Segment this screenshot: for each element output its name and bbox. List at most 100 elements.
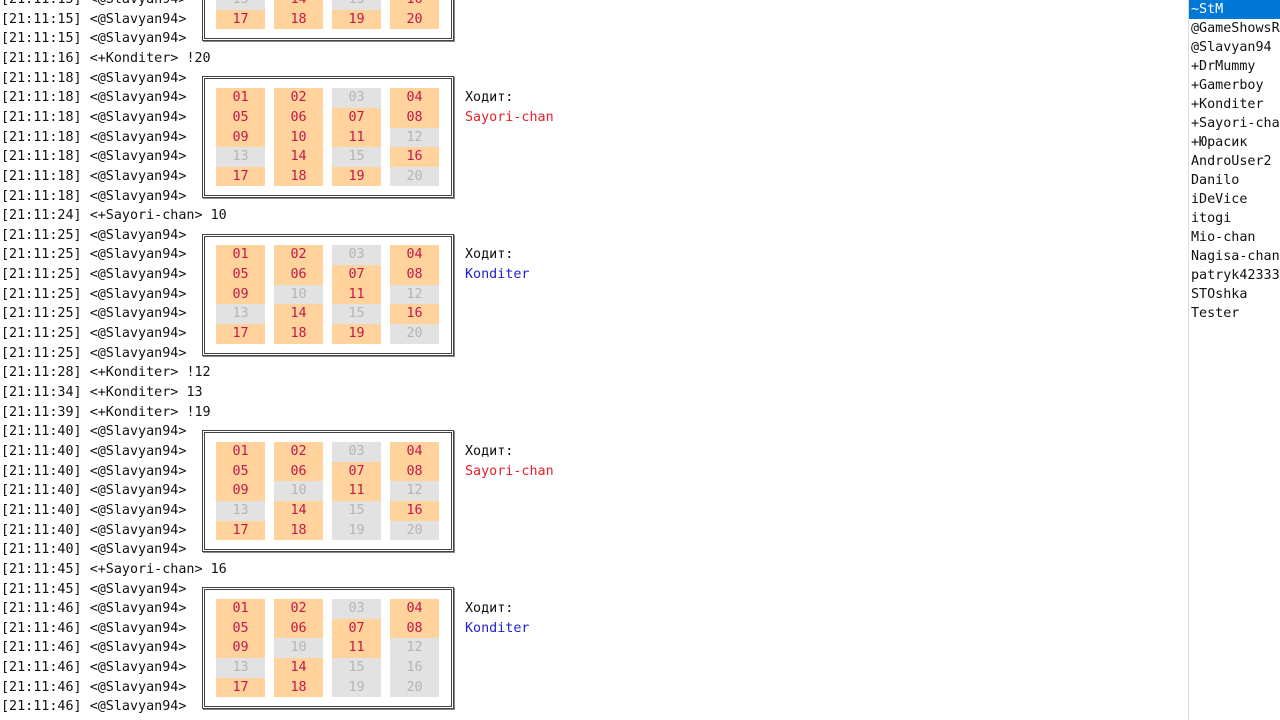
current-player: Sayori-chan [465,463,554,479]
current-player: Konditer [465,267,530,283]
user-list-item[interactable]: +Gamerboy [1191,78,1264,93]
message-nick[interactable]: <@Slavyan94> [89,188,187,204]
chat-line: [21:11:18] <@Slavyan94> [1,187,195,207]
board-cell-09: 09 [216,481,265,501]
message-nick[interactable]: <@Slavyan94> [89,168,187,184]
message-timestamp: [21:11:46] [1,601,82,617]
message-nick[interactable]: <@Slavyan94> [89,286,187,302]
message-nick[interactable]: <@Slavyan94> [89,424,187,440]
message-nick[interactable]: <@Slavyan94> [90,0,187,7]
message-nick[interactable]: <@Slavyan94> [89,267,187,283]
message-nick[interactable]: <@Slavyan94> [89,345,187,361]
current-player: Sayori-chan [465,109,554,125]
board-cell-17: 17 [216,324,265,344]
message-nick[interactable]: <@Slavyan94> [89,483,187,499]
message-nick[interactable]: <@Slavyan94> [89,601,187,617]
user-list-item[interactable]: +DrMummy [1191,59,1256,74]
user-list-item[interactable]: Nagisa-chan [1191,249,1280,264]
user-list-item[interactable]: STOshka [1191,287,1248,302]
user-list-item[interactable]: AndroUser2 [1191,154,1272,169]
message-timestamp: [21:11:25] [1,306,82,322]
user-list-item[interactable]: @Slavyan94 [1191,40,1272,55]
message-nick[interactable]: <@Slavyan94> [89,463,187,479]
message-nick[interactable]: <@Slavyan94> [89,109,187,125]
board-cell-17: 17 [216,166,265,187]
message-nick[interactable]: <@Slavyan94> [89,326,187,342]
message-nick[interactable]: <@Slavyan94> [89,306,187,322]
user-list[interactable]: ~StM @GameShowsR @Slavyan94 +DrMummy +Gamerb… [1188,0,1280,720]
user-list-item[interactable]: Tester [1191,306,1240,321]
message-nick[interactable]: <@Slavyan94> [89,129,187,145]
user-list-item[interactable]: +Юрасик [1191,135,1248,150]
board-cell-17: 17 [216,520,265,541]
board-cell-16: 16 [390,658,439,678]
board-cell-02: 02 [274,245,323,266]
user-list-item[interactable]: +Sayori-cha [1191,116,1280,131]
message-timestamp: [21:11:45] [1,581,82,597]
user-list-item[interactable]: Mio-chan [1191,230,1256,245]
board-cell-06: 06 [274,107,323,128]
board-cell-01: 01 [216,245,265,266]
message-nick[interactable]: <+Konditer> [89,50,179,66]
message-nick[interactable]: <+Konditer> [89,385,179,400]
board-cell-16: 16 [390,304,439,325]
board-cell-14: 14 [274,0,323,10]
message-nick[interactable]: <@Slavyan94> [89,90,187,106]
user-list-item[interactable]: +Konditer [1191,97,1264,112]
user-list-item[interactable]: itogi [1191,211,1232,226]
chat-line: [21:11:16] <+Konditer> !20 [1,49,211,69]
message-timestamp: [21:11:18] [1,129,82,145]
message-nick[interactable]: <+Sayori-chan> [89,561,203,577]
message-nick[interactable]: <@Slavyan94> [89,31,187,47]
user-list-item[interactable]: Danilo [1191,173,1240,188]
chat-log[interactable]: [21:11:15] <@Slavyan94> [21:11:15] <@Sla… [0,0,1186,720]
message-nick[interactable]: <@Slavyan94> [89,581,187,597]
board-cell-18: 18 [274,324,323,344]
message-text: !20 [186,50,211,66]
chat-line: [21:11:46] <@Slavyan94> [1,658,195,678]
board-cell-15: 15 [332,147,381,167]
chat-line: [21:11:15] <@Slavyan94> [1,0,195,10]
message-timestamp: [21:11:40] [1,424,82,440]
message-nick[interactable]: <@Slavyan94> [89,227,187,243]
message-timestamp: [21:11:40] [1,483,82,499]
message-nick[interactable]: <+Konditer> [89,404,179,420]
message-nick[interactable]: <@Slavyan94> [89,149,187,165]
message-nick[interactable]: <@Slavyan94> [89,70,187,86]
turn-label: Ходит: [465,601,514,617]
user-list-item[interactable]: patryk42333 [1191,268,1280,283]
message-nick[interactable]: <@Slavyan94> [89,11,187,27]
board-cell-02: 02 [274,88,323,108]
board-cell-18: 18 [274,166,323,187]
message-nick[interactable]: <@Slavyan94> [89,522,187,538]
message-nick[interactable]: <@Slavyan94> [89,679,187,695]
chat-line: [21:11:25] <@Slavyan94> [1,324,195,344]
board-cell-15: 15 [332,658,381,678]
user-list-item[interactable]: ~StM [1189,0,1280,19]
message-nick[interactable]: <@Slavyan94> [89,247,187,263]
board-cell-08: 08 [390,461,439,482]
chat-line: [21:11:18] <@Slavyan94> [1,108,195,128]
board-cell-05: 05 [216,618,265,639]
user-list-item[interactable]: @GameShowsR [1191,21,1280,36]
message-nick[interactable]: <@Slavyan94> [89,640,187,656]
board-cell-20: 20 [390,324,439,344]
message-nick[interactable]: <+Sayori-chan> [89,208,203,224]
message-nick[interactable]: <@Slavyan94> [89,542,187,558]
board-cell-01: 01 [216,441,265,462]
chat-line: [21:11:40] <@Slavyan94> [1,462,195,482]
board-cell-03: 03 [332,245,381,266]
message-nick[interactable]: <@Slavyan94> [89,660,187,676]
board-cell-13: 13 [216,304,265,325]
chat-line: [21:11:25] <@Slavyan94> [1,285,195,305]
message-nick[interactable]: <@Slavyan94> [89,502,187,518]
message-timestamp: [21:11:46] [1,699,82,715]
chat-line: [21:11:15] <@Slavyan94> [1,10,195,30]
user-list-item[interactable]: iDeVice [1191,192,1248,207]
message-nick[interactable]: <@Slavyan94> [89,620,187,636]
message-nick[interactable]: <+Konditer> [89,365,179,381]
message-nick[interactable]: <@Slavyan94> [89,443,187,459]
board-cell-08: 08 [390,618,439,639]
board-cell-14: 14 [274,304,323,325]
message-nick[interactable]: <@Slavyan94> [89,699,187,715]
